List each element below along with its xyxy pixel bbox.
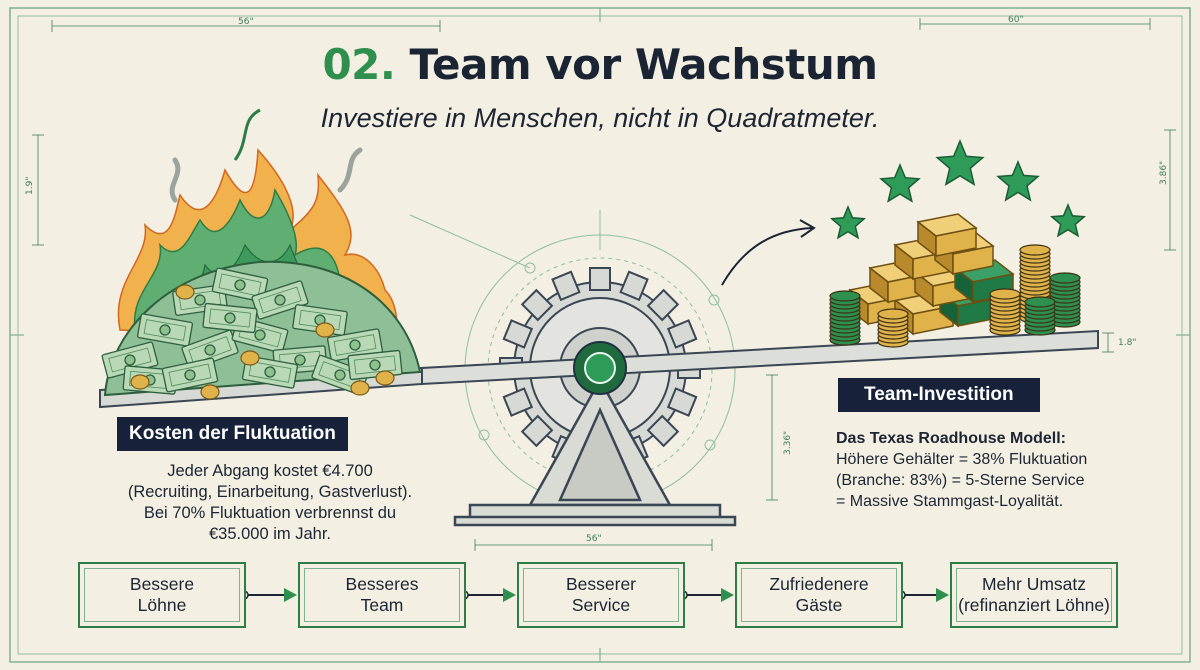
star-icon	[935, 139, 985, 186]
flow-step-more-revenue: Mehr Umsatz (refinanziert Löhne)	[950, 562, 1118, 628]
flow-step-line: Team	[360, 595, 404, 615]
dimension-top-right-label: 60"	[1008, 15, 1024, 25]
dimension-left-vertical-label: 1.9"	[25, 177, 35, 195]
description-line: Jeder Abgang kostet €4.700	[167, 462, 373, 480]
flow-step-line: Bessere	[129, 574, 195, 594]
dimension-stand-height	[766, 374, 778, 501]
arrow-right-icon	[503, 588, 516, 602]
model-heading: Das Texas Roadhouse Modell:	[836, 430, 1066, 447]
coin	[989, 288, 1021, 300]
banknote	[202, 302, 258, 334]
gold-bar-front	[935, 227, 977, 257]
flow-step-line: Besseres	[345, 574, 419, 594]
gold-bar-front	[952, 245, 994, 275]
dimension-stand-height-label: 3.36"	[783, 431, 793, 455]
star-icon	[879, 163, 921, 203]
fluctuation-cost-description: Jeder Abgang kostet €4.700 (Recruiting, …	[70, 461, 470, 545]
pivot-hub	[573, 341, 627, 395]
gear-tooth	[502, 387, 534, 417]
flow-connectors	[239, 588, 949, 602]
gold-bars	[829, 213, 1081, 348]
banknote	[211, 267, 269, 303]
gear-tooth	[666, 319, 698, 349]
flow-step-better-wages: Bessere Löhne	[78, 562, 246, 628]
flow-step-happier-guests: Zufriedenere Gäste	[735, 562, 903, 628]
description-line: Höhere Gehälter = 38% Fluktuation	[836, 451, 1088, 468]
description-line: Bei 70% Fluktuation verbrennst du	[143, 504, 397, 522]
coin	[200, 384, 220, 400]
fluctuation-cost-label: Kosten der Fluktuation	[117, 417, 348, 451]
description-line: (Branche: 83%) = 5-Sterne Service	[836, 472, 1085, 489]
dimension-base	[474, 539, 713, 551]
arrow-right-icon	[721, 588, 734, 602]
gear-tooth	[646, 414, 680, 448]
coin	[240, 350, 260, 366]
team-investment-label: Team-Investition	[838, 378, 1040, 412]
flow-step-line: Gäste	[795, 595, 843, 615]
banknote	[136, 313, 194, 347]
dimension-right-vertical	[1164, 129, 1176, 251]
scale-stand	[453, 377, 737, 527]
dimension-right-vertical-label: 3.86"	[1159, 161, 1169, 185]
flow-step-line: Zufriedenere	[769, 574, 869, 594]
coin	[350, 380, 370, 396]
banknote	[241, 355, 299, 389]
gear-tooth	[520, 414, 554, 448]
dimension-top-left-label: 56"	[238, 17, 254, 27]
curved-arrow-icon	[721, 219, 816, 286]
flow-step-better-team: Besseres Team	[298, 562, 466, 628]
dimension-top-left	[51, 20, 441, 32]
coin	[1024, 296, 1056, 308]
arrow-right-icon	[936, 588, 949, 602]
gear-tooth	[589, 267, 611, 291]
title-text: Team vor Wachstum	[409, 40, 878, 89]
title-number: 02.	[322, 40, 396, 89]
team-investment-description: Das Texas Roadhouse Modell: Höhere Gehäl…	[836, 428, 1156, 512]
blueprint-frame	[9, 7, 1191, 663]
coin	[1019, 244, 1051, 256]
coin	[829, 290, 861, 302]
gear-tooth	[551, 270, 581, 302]
dimension-left-vertical	[32, 134, 44, 246]
dimension-plank-label: 1.8"	[1118, 338, 1136, 348]
coin	[175, 284, 195, 300]
star-icon	[829, 205, 867, 240]
description-line: = Massive Stammgast-Loyalität.	[836, 493, 1064, 510]
flow-step-line: Besserer	[565, 574, 637, 594]
coin	[375, 370, 395, 386]
page-subtitle: Investiere in Menschen, nicht in Quadrat…	[320, 103, 880, 133]
flow-step-line: Mehr Umsatz	[981, 574, 1087, 594]
description-line: (Recruiting, Einarbeitung, Gastverlust).	[127, 483, 413, 501]
money-pile	[101, 260, 422, 400]
gear-tooth	[619, 270, 649, 302]
coin	[130, 374, 150, 390]
coin	[877, 308, 909, 320]
flow-step-line: Service	[571, 595, 631, 615]
flow-step-better-service: Besserer Service	[517, 562, 685, 628]
coin	[315, 322, 335, 338]
gear-tooth	[520, 288, 554, 322]
gear-tooth	[646, 288, 680, 322]
star-icons	[829, 139, 1087, 240]
star-icon	[1049, 203, 1087, 238]
dimension-top-right	[919, 18, 1151, 30]
star-icon	[996, 160, 1040, 202]
flow-step-line: (refinanziert Löhne)	[958, 595, 1110, 615]
gear-tooth	[502, 319, 534, 349]
description-line: €35.000 im Jahr.	[209, 525, 331, 543]
coin	[1049, 272, 1081, 284]
gear-tooth	[666, 387, 698, 417]
arrow-right-icon	[284, 588, 297, 602]
banknote	[161, 357, 219, 393]
page-title: 02. Team vor Wachstum	[0, 40, 1200, 89]
flow-step-line: Löhne	[137, 595, 187, 615]
dimension-base-label: 56"	[586, 534, 602, 544]
dimension-plank	[1102, 332, 1114, 353]
